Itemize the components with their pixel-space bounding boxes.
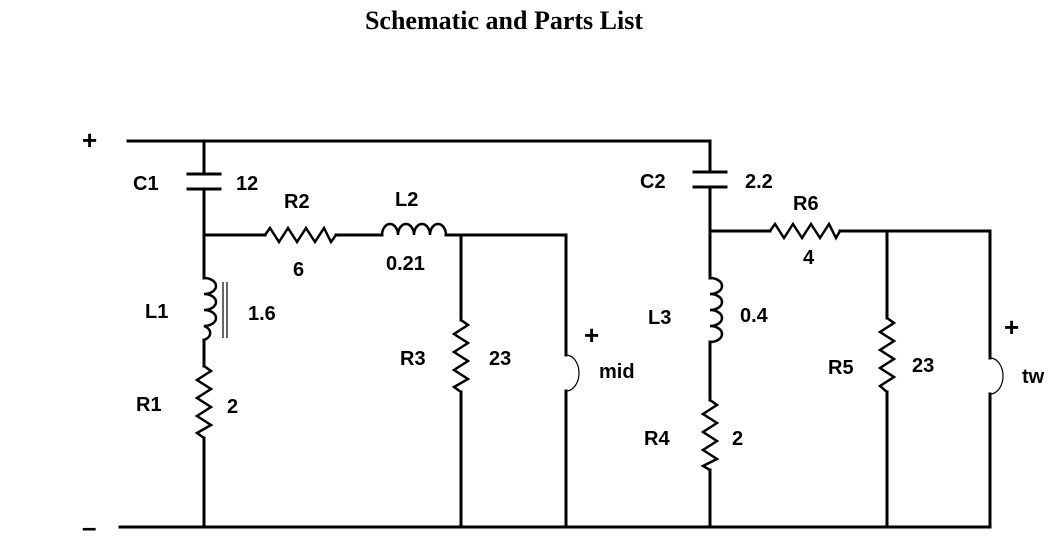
c2-designator: C2 bbox=[640, 171, 666, 193]
r5-value: 23 bbox=[912, 355, 934, 377]
c2-value: 2.2 bbox=[745, 171, 773, 193]
r1-value: 2 bbox=[227, 396, 238, 418]
resistor-r4 bbox=[700, 398, 720, 472]
tw-driver-label: tw bbox=[1022, 366, 1045, 388]
resistor-r6 bbox=[768, 221, 842, 241]
resistor-r3 bbox=[451, 318, 471, 394]
page-title: Schematic and Parts List bbox=[365, 6, 643, 35]
wires bbox=[118, 139, 992, 529]
inductor-l2 bbox=[380, 222, 448, 236]
r3-designator: R3 bbox=[400, 348, 426, 370]
positive-terminal-label: + bbox=[82, 125, 97, 155]
resistor-r5 bbox=[877, 316, 897, 393]
r6-value: 4 bbox=[803, 247, 815, 269]
l3-value: 0.4 bbox=[740, 305, 769, 327]
inductor-l3 bbox=[709, 276, 724, 344]
l2-value: 0.21 bbox=[386, 253, 425, 275]
l1-value: 1.6 bbox=[248, 303, 276, 325]
c1-value: 12 bbox=[236, 173, 258, 195]
mid-driver-symbol bbox=[565, 354, 580, 392]
tweeter-driver-symbol bbox=[989, 357, 1004, 395]
r4-designator: R4 bbox=[644, 428, 670, 450]
mid-polarity-label: + bbox=[584, 320, 599, 350]
mid-driver-label: mid bbox=[599, 361, 635, 383]
r2-value: 6 bbox=[293, 259, 304, 281]
resistor-r2 bbox=[263, 225, 338, 245]
c1-designator: C1 bbox=[133, 173, 159, 195]
l2-designator: L2 bbox=[395, 189, 418, 211]
l1-designator: L1 bbox=[145, 301, 168, 323]
r2-designator: R2 bbox=[284, 191, 310, 213]
r4-value: 2 bbox=[732, 428, 743, 450]
l3-designator: L3 bbox=[648, 307, 671, 329]
inductor-l1 bbox=[203, 276, 218, 342]
r5-designator: R5 bbox=[828, 357, 854, 379]
r6-designator: R6 bbox=[793, 193, 819, 215]
resistor-r1 bbox=[194, 364, 214, 440]
tw-polarity-label: + bbox=[1004, 312, 1019, 342]
r3-value: 23 bbox=[489, 348, 511, 370]
r1-designator: R1 bbox=[136, 394, 162, 416]
negative-terminal-label: – bbox=[82, 512, 96, 542]
iron-core-symbol bbox=[222, 282, 228, 338]
